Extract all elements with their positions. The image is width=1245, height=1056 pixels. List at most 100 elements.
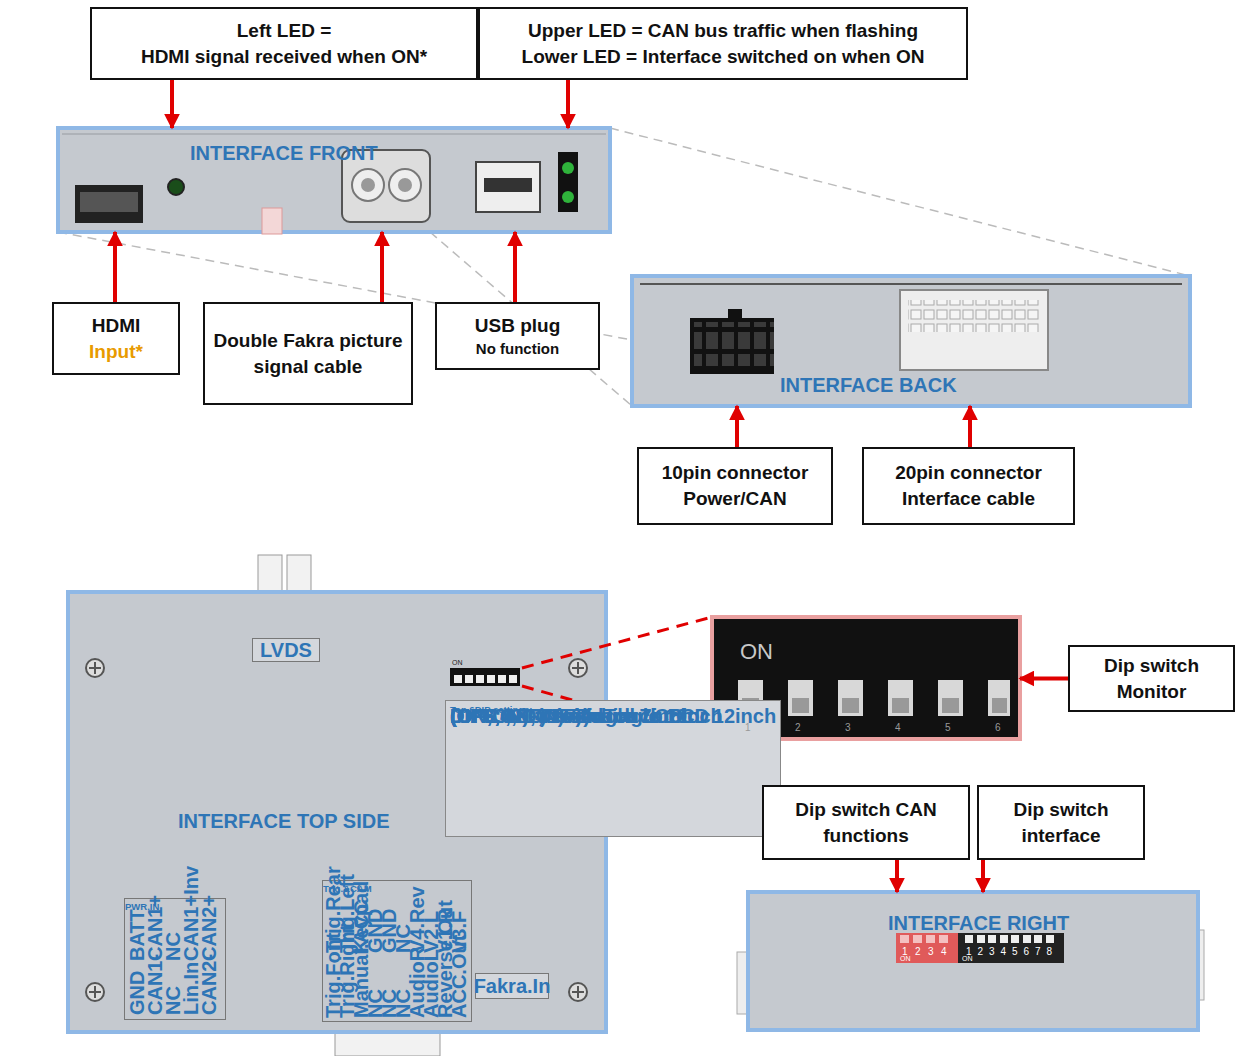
node-text: BATT (133, 909, 142, 961)
switch-number: 6 (995, 723, 1001, 733)
20pin-connector (900, 290, 1048, 370)
node-text: USB plug (475, 313, 561, 339)
callout-box: Dip switch Monitor (1068, 645, 1235, 712)
node-text: CAN2+ (205, 895, 214, 961)
dip-settings-box: Top 6DIP settings:DIP 1 ,2 :(OFF,OFF)=wi… (445, 700, 781, 837)
dip-label: 2 (915, 947, 921, 957)
status-leds (558, 152, 578, 212)
back-panel (632, 276, 1190, 406)
node-text: AudioL (427, 949, 436, 1018)
hdmi-port (75, 185, 143, 223)
callout-arrow (566, 80, 570, 128)
20pin-connector (908, 300, 1040, 332)
right-panel (748, 892, 1198, 1030)
interface-panel: INTERFACE TOP SIDETop 6DIP settings:DIP … (68, 592, 782, 1032)
10pin-connector (728, 309, 742, 319)
callout-arrow (735, 406, 739, 447)
small-dip-switch (450, 668, 520, 686)
dip-label: 7 (1035, 947, 1041, 957)
node-text: NC (399, 989, 408, 1018)
node-text: CAN1+Inv (187, 866, 196, 961)
hdmi-led (168, 179, 184, 195)
connector-label-box: Fakra.In (475, 973, 549, 999)
interface-panel: INTERFACE BACK (632, 276, 1190, 406)
status-leds (558, 152, 578, 212)
callout-box: Dip switch CAN functions (762, 785, 970, 860)
front-panel (58, 128, 610, 232)
dip-label: 4 (1001, 947, 1007, 957)
small-dip-switch (498, 675, 506, 683)
small-dip-switch (476, 675, 484, 683)
dip-label: ON (962, 955, 973, 962)
dip-zoom (992, 698, 1007, 713)
switch-number: 1 (745, 723, 751, 733)
node-text: Trig.Font (329, 932, 338, 1018)
fakra-socket (398, 178, 412, 192)
node-text: INTERFACE FRONT (190, 142, 378, 165)
small-dip-switch (465, 675, 473, 683)
connector-label-box: LVDS (252, 638, 320, 662)
callout-arrow (113, 232, 117, 302)
black-dip-switch (1000, 935, 1008, 943)
trigger-camera-box: Trig.&CAMTrig.RearTrig.LeftKeypadGNDGNDN… (322, 880, 472, 1022)
red-dip-switch (926, 935, 935, 943)
perspective-lines (610, 128, 1190, 276)
node-text: Dip switch CAN functions (770, 797, 962, 848)
dip-zoom (742, 698, 1007, 713)
node-text: Lin.In (187, 962, 196, 1015)
node-text: NC (169, 932, 178, 961)
callout-arrow (1020, 677, 1068, 681)
black-dip-switch (1046, 935, 1054, 943)
dip-zoom (888, 680, 913, 716)
node-text: INTERFACE RIGHT (888, 912, 1069, 935)
red-dip-switch (913, 935, 922, 943)
node-text: CAN1- (151, 954, 160, 1015)
black-dip-switch (977, 935, 985, 943)
dip-zoom (788, 680, 813, 716)
node-text: 10pin connector Power/CAN (645, 460, 825, 511)
red-dip-switch (900, 935, 909, 943)
small-dip-switch (487, 675, 495, 683)
node-text: Left LED = (237, 18, 331, 44)
small-dip-switch (450, 668, 520, 686)
callout-box: Dip switch interface (977, 785, 1145, 860)
black-dip-switch (958, 933, 1064, 963)
node-text: NC (371, 989, 380, 1018)
node-text: HDMI (92, 313, 141, 339)
fakra-socket (389, 169, 421, 201)
callout-box: 10pin connector Power/CAN (637, 447, 833, 525)
dip-zoom (938, 680, 963, 716)
node-text: GND (371, 909, 380, 953)
dip-zoom (842, 698, 859, 713)
small-dip-switch (454, 675, 517, 683)
black-dip-switch (1023, 935, 1031, 943)
10pin-connector (690, 318, 774, 374)
switch-number: 5 (945, 723, 951, 733)
node-text: ON (740, 639, 773, 665)
usb-port (484, 178, 532, 192)
dip-label: 5 (1012, 947, 1018, 957)
callout-arrow (895, 860, 899, 892)
power-connector-box: PWR.INGNDBATTCAN1-CAN1+NCNCLin.InCAN1+In… (124, 898, 226, 1020)
node-text: NC (385, 989, 394, 1018)
node-text: NC (399, 924, 408, 953)
switch-number: 4 (895, 723, 901, 733)
black-dip-switch (988, 935, 996, 943)
dip-label: 3 (989, 947, 995, 957)
node-text: Upper LED = CAN bus traffic when flashin… (528, 18, 918, 44)
node-text: 20pin connector Interface cable (870, 460, 1067, 511)
status-leds (562, 191, 574, 203)
node-text: V2.L (427, 911, 436, 953)
back-panel (640, 283, 1182, 285)
node-text: INTERFACE BACK (780, 374, 957, 397)
node-text: Dip switch Monitor (1076, 653, 1227, 704)
callout-arrow (170, 80, 174, 128)
interface-panel: INTERFACE RIGHT (748, 892, 1198, 1030)
node-text: GND (133, 971, 142, 1015)
callout-box: USB plugNo function (435, 302, 600, 370)
black-dip-switch (1011, 935, 1019, 943)
dip-label: 6 (1024, 947, 1030, 957)
callout-arrow (981, 860, 985, 892)
red-dip-switch (896, 933, 958, 963)
node-text: V4.Rev (413, 886, 422, 953)
